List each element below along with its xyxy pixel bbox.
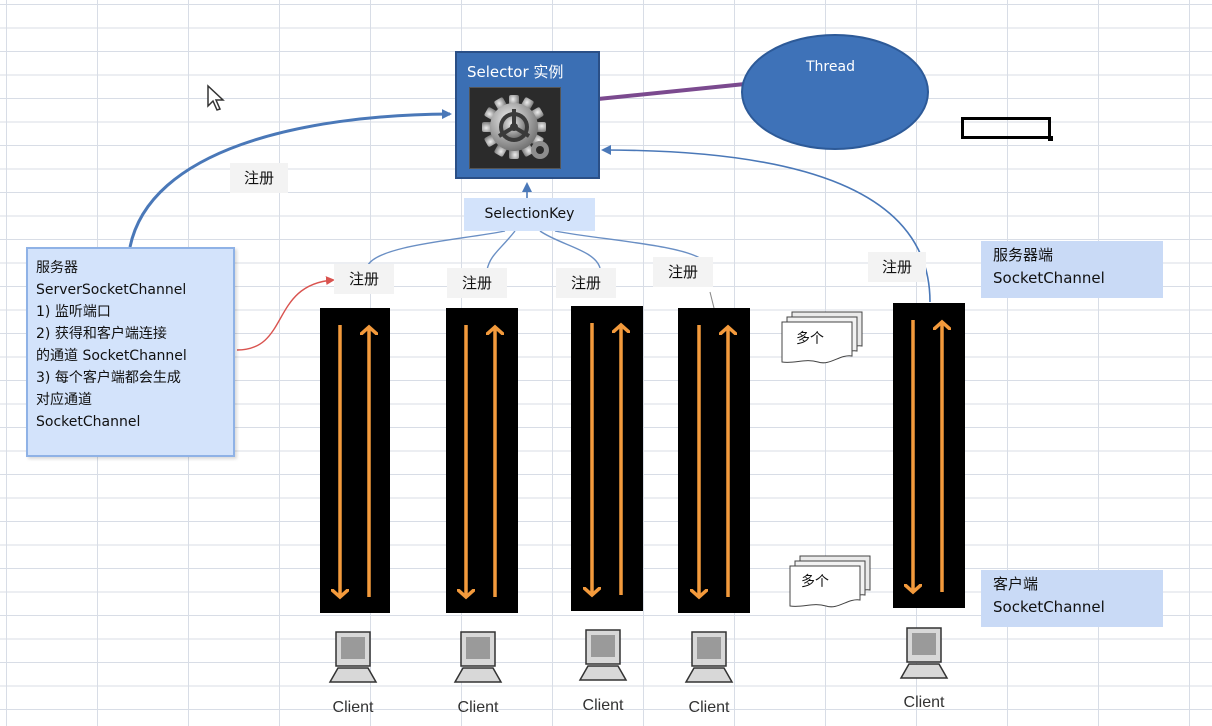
mouse-pointer-icon: [207, 84, 225, 111]
socket-channel-2: [446, 308, 518, 613]
register-label-channel-2: 注册: [447, 268, 507, 298]
client-label-1: Client: [332, 699, 374, 716]
server-line-2: ServerSocketChannel: [36, 282, 187, 298]
register-label-channel-4: 注册: [653, 257, 713, 287]
server-line-4: 2) 获得和客户端连接: [36, 326, 167, 342]
client-label-2: Client: [457, 699, 499, 716]
channel-connector-3: [539, 230, 601, 269]
channel-connector-2: [486, 230, 516, 271]
register-label-channel-3: 注册: [556, 268, 616, 298]
server-side-line-2: SocketChannel: [993, 269, 1105, 287]
selected-cell[interactable]: [961, 117, 1053, 141]
gear-image: [469, 87, 561, 169]
client-side-label: 客户端 SocketChannel: [981, 570, 1163, 627]
server-side-line-1: 服务器端: [993, 246, 1054, 264]
server-line-1: 服务器: [36, 260, 78, 276]
server-line-5: 的通道 SocketChannel: [36, 348, 187, 364]
thread-node: Thread: [741, 34, 929, 150]
client-label-5: Client: [903, 694, 945, 711]
selector-instance: Selector 实例: [455, 51, 600, 179]
many-label-bottom: 多个: [801, 574, 829, 590]
socket-channel-1: [320, 308, 390, 613]
socket-channel-3: [571, 306, 643, 611]
selector-thread-link: [587, 82, 746, 102]
server-line-3: 1) 监听端口: [36, 304, 111, 320]
server-line-6: 3) 每个客户端都会生成: [36, 370, 181, 386]
socket-channel-4: [678, 308, 750, 613]
register-label-server: 注册: [230, 163, 288, 193]
client-label-3: Client: [582, 697, 624, 714]
server-side-label: 服务器端 SocketChannel: [981, 241, 1163, 298]
register-label-channel-5: 注册: [868, 252, 926, 282]
gear-icon: [482, 95, 549, 159]
multiple-docs-bottom: [789, 555, 871, 608]
client-label-4: Client: [688, 699, 730, 716]
server-line-8: SocketChannel: [36, 414, 141, 430]
multiple-docs-top: [781, 311, 863, 364]
thread-label: Thread: [805, 59, 855, 75]
channel-connector-1: [367, 230, 506, 266]
selection-key: SelectionKey: [464, 198, 595, 231]
socket-channel-5: [893, 303, 965, 608]
channel-connector-4: [554, 230, 706, 263]
many-label-top: 多个: [796, 331, 824, 347]
client-side-line-1: 客户端: [993, 575, 1039, 593]
server-to-channel-connector: [236, 276, 335, 351]
server-line-7: 对应通道: [36, 392, 92, 408]
client-side-line-2: SocketChannel: [993, 598, 1105, 616]
server-socket-channel-box: 服务器 ServerSocketChannel 1) 监听端口 2) 获得和客户…: [26, 247, 235, 457]
register-label-channel-1: 注册: [334, 264, 394, 294]
server-register-connector: [128, 109, 452, 248]
reg-lead-4: [709, 291, 715, 309]
selector-title: Selector 实例: [467, 63, 564, 81]
